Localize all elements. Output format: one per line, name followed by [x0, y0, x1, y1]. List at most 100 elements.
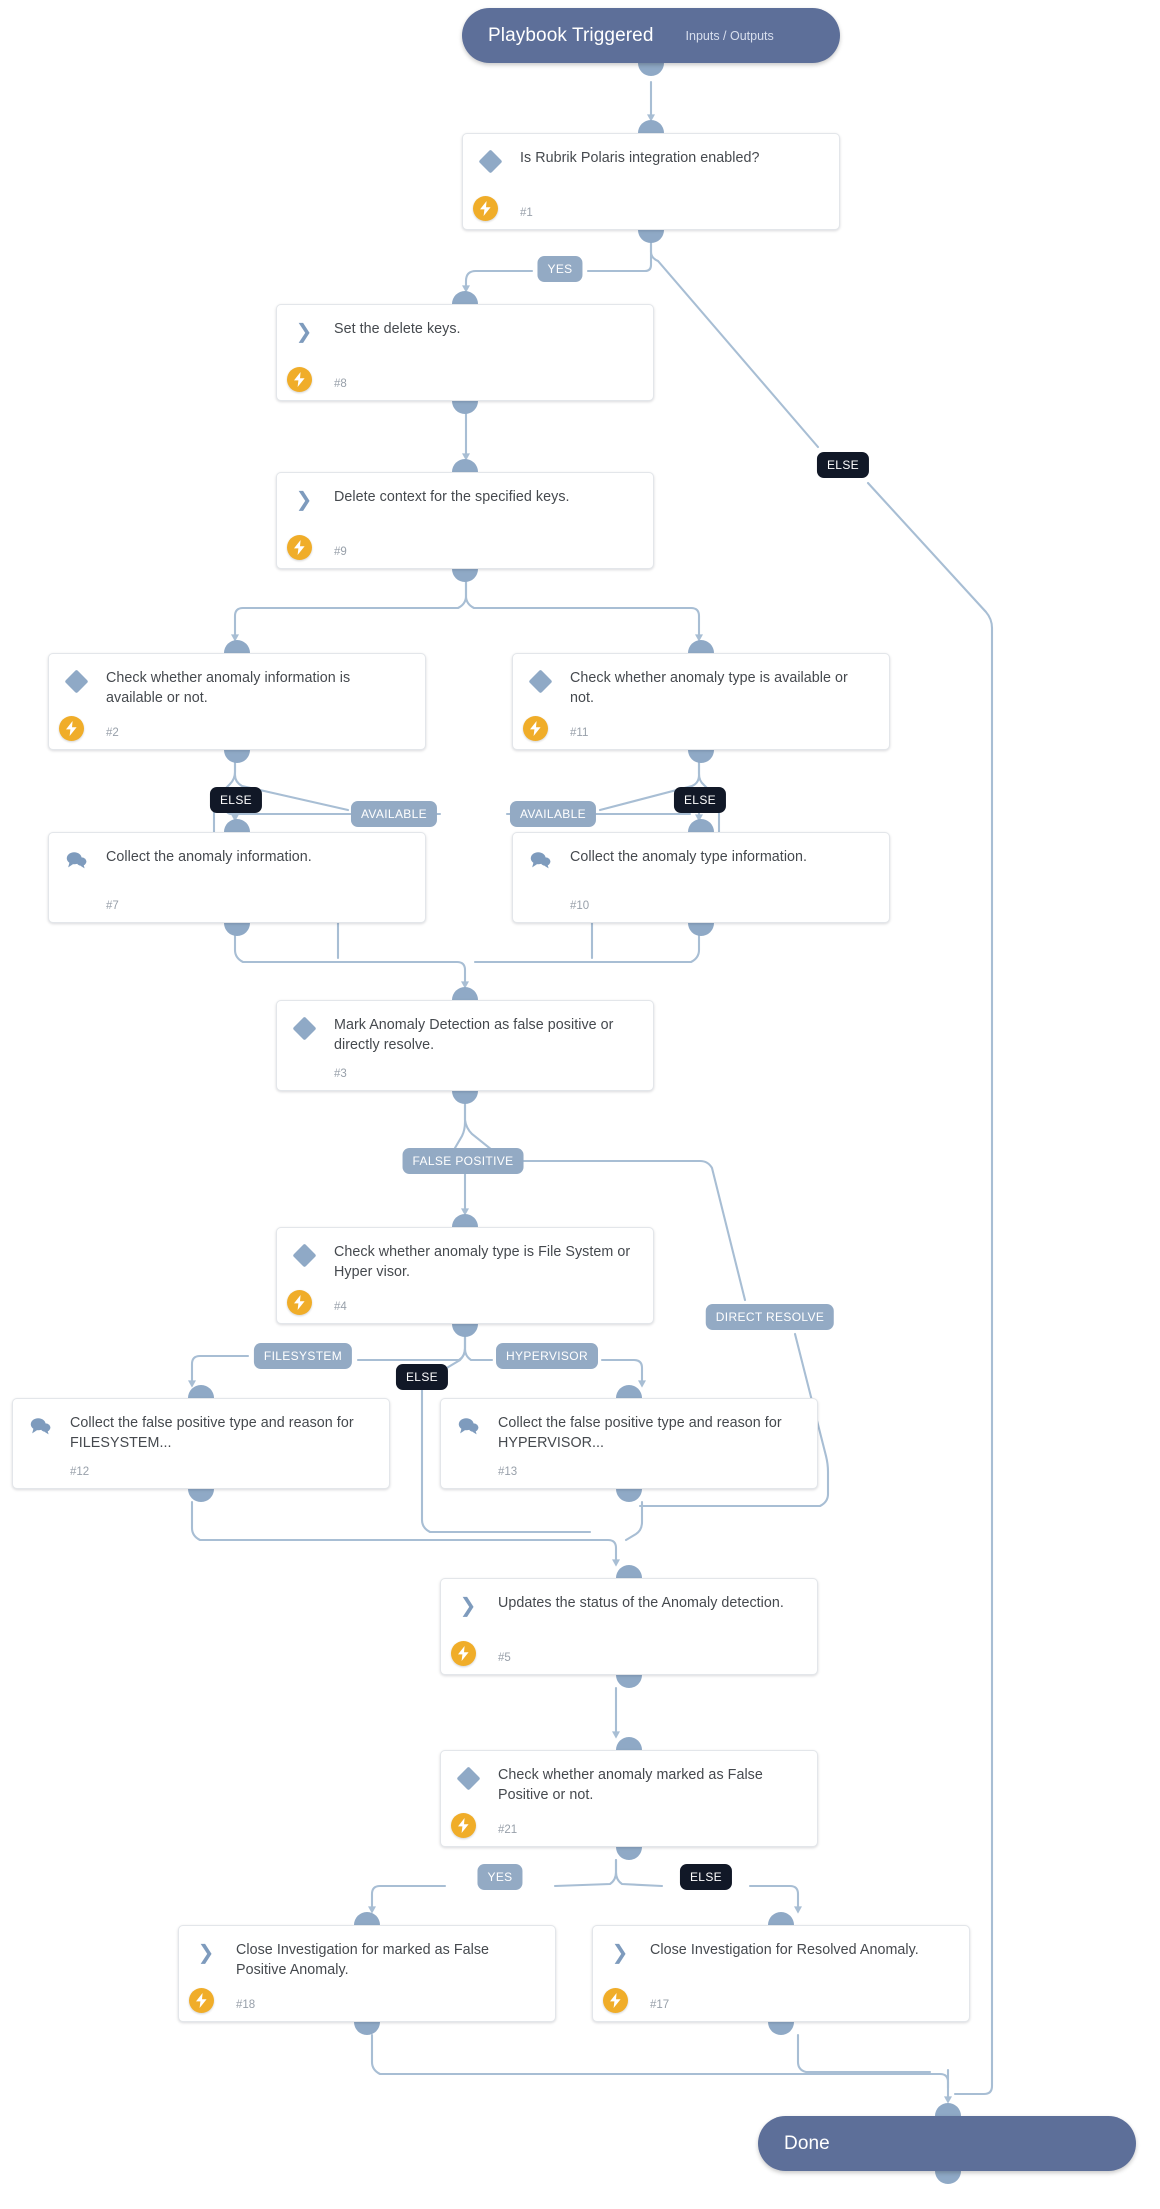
bolt-icon: [287, 535, 312, 560]
diamond-shape: [477, 148, 503, 174]
port-top-21: [616, 1737, 642, 1750]
chevron-right-glyph: ❯: [611, 1942, 629, 1964]
port-top-9: [452, 459, 478, 472]
chevron-right-glyph: ❯: [197, 1942, 215, 1964]
task-node-11[interactable]: Check whether anomaly type is available …: [512, 653, 890, 750]
diamond-icon: [63, 668, 89, 694]
branch-label-else[interactable]: ELSE: [816, 452, 870, 478]
task-node-title: Close Investigation for Resolved Anomaly…: [650, 1942, 919, 1958]
diamond-icon: [477, 148, 503, 174]
task-node-number: #5: [498, 1652, 511, 1664]
task-node-title: Collect the false positive type and reas…: [70, 1415, 354, 1452]
port-top-3: [452, 987, 478, 1000]
port-bottom-11: [688, 750, 714, 763]
task-node-title: Check whether anomaly type is File Syste…: [334, 1244, 631, 1281]
inputs-outputs-link[interactable]: Inputs / Outputs: [685, 28, 774, 43]
bolt-icon: [451, 1641, 476, 1666]
chevron-icon: ❯: [607, 1940, 633, 1966]
branch-label-false-positive[interactable]: FALSE POSITIVE: [402, 1148, 524, 1174]
task-node-13[interactable]: Collect the false positive type and reas…: [440, 1398, 818, 1489]
playbook-triggered-node[interactable]: Playbook Triggered Inputs / Outputs: [462, 8, 840, 63]
diamond-icon: [291, 1015, 317, 1041]
task-node-18[interactable]: ❯ Close Investigation for marked as False…: [178, 1925, 556, 2022]
task-node-number: #13: [498, 1466, 518, 1478]
port-bottom-17: [768, 2022, 794, 2035]
port-top-2: [224, 640, 250, 653]
task-node-number: #9: [334, 546, 347, 558]
branch-label-else[interactable]: ELSE: [679, 1864, 733, 1890]
task-node-body: Collect the false positive type and reas…: [13, 1399, 389, 1488]
chevron-right-glyph: ❯: [459, 1595, 477, 1617]
task-node-title: Close Investigation for marked as False …: [236, 1942, 490, 1979]
bolt-icon: [523, 716, 548, 741]
chevron-icon: ❯: [291, 487, 317, 513]
task-node-number: #21: [498, 1824, 518, 1836]
task-node-4[interactable]: Check whether anomaly type is File Syste…: [276, 1227, 654, 1324]
task-node-number: #18: [236, 1999, 256, 2011]
port-bottom-2: [224, 750, 250, 763]
port-bottom-12: [188, 1489, 214, 1502]
task-node-body: Check whether anomaly information is ava…: [49, 654, 425, 749]
task-node-title: Check whether anomaly marked as False Po…: [498, 1767, 763, 1804]
task-node-17[interactable]: ❯ Close Investigation for Resolved Anomal…: [592, 1925, 970, 2022]
diamond-shape: [63, 668, 89, 694]
chevron-right-glyph: ❯: [295, 321, 313, 343]
port-top-12: [188, 1385, 214, 1398]
task-node-2[interactable]: Check whether anomaly information is ava…: [48, 653, 426, 750]
task-node-body: ❯ Close Investigation for Resolved Anomal…: [593, 1926, 969, 2021]
branch-label-else[interactable]: ELSE: [673, 787, 727, 813]
branch-label-direct-resolve[interactable]: DIRECT RESOLVE: [705, 1304, 835, 1330]
chevron-icon: ❯: [455, 1593, 481, 1619]
port-bottom-9: [452, 569, 478, 582]
task-node-body: ❯Set the delete keys.#8: [277, 305, 653, 400]
branch-label-available[interactable]: AVAILABLE: [509, 801, 597, 827]
done-node[interactable]: Done: [758, 2116, 1136, 2171]
chat-icon: [63, 847, 89, 873]
task-node-10[interactable]: Collect the anomaly type information.#10: [512, 832, 890, 923]
task-node-title: Mark Anomaly Detection as false positive…: [334, 1017, 614, 1054]
diamond-shape: [527, 668, 553, 694]
task-node-1[interactable]: Is Rubrik Polaris integration enabled? #1: [462, 133, 840, 230]
branch-label-yes[interactable]: YES: [537, 256, 583, 282]
bolt-icon: [287, 367, 312, 392]
bolt-icon: [189, 1988, 214, 2013]
task-node-3[interactable]: Mark Anomaly Detection as false positive…: [276, 1000, 654, 1091]
task-node-21[interactable]: Check whether anomaly marked as False Po…: [440, 1750, 818, 1847]
diamond-icon: [291, 1242, 317, 1268]
task-node-9[interactable]: ❯Delete context for the specified keys.#…: [276, 472, 654, 569]
branch-label-hypervisor[interactable]: HYPERVISOR: [496, 1343, 598, 1369]
task-node-number: #17: [650, 1999, 670, 2011]
chat-icon: [455, 1413, 481, 1439]
task-node-title: Is Rubrik Polaris integration enabled?: [520, 150, 760, 166]
task-node-5[interactable]: ❯Updates the status of the Anomaly detec…: [440, 1578, 818, 1675]
port-top-1: [638, 120, 664, 133]
branch-label-available[interactable]: AVAILABLE: [350, 801, 438, 827]
diamond-icon: [527, 668, 553, 694]
port-top-8: [452, 291, 478, 304]
task-node-body: Check whether anomaly type is File Syste…: [277, 1228, 653, 1323]
task-node-number: #8: [334, 378, 347, 390]
chat-bubble-glyph: [29, 1417, 51, 1435]
branch-label-else[interactable]: ELSE: [395, 1364, 449, 1390]
task-node-body: ❯Updates the status of the Anomaly detec…: [441, 1579, 817, 1674]
task-node-body: ❯ Close Investigation for marked as False…: [179, 1926, 555, 2021]
port-done-top: [935, 2103, 961, 2116]
port-top-11: [688, 640, 714, 653]
playbook-triggered-title: Playbook Triggered: [488, 24, 654, 46]
task-node-title: Collect the anomaly information.: [106, 849, 312, 865]
task-node-number: #1: [520, 207, 533, 219]
task-node-body: Is Rubrik Polaris integration enabled? #1: [463, 134, 839, 229]
branch-label-yes[interactable]: YES: [477, 1864, 523, 1890]
task-node-body: ❯Delete context for the specified keys.#…: [277, 473, 653, 568]
task-node-8[interactable]: ❯Set the delete keys.#8: [276, 304, 654, 401]
branch-label-filesystem[interactable]: FILESYSTEM: [253, 1343, 353, 1369]
chat-icon: [527, 847, 553, 873]
task-node-12[interactable]: Collect the false positive type and reas…: [12, 1398, 390, 1489]
branch-label-else[interactable]: ELSE: [209, 787, 263, 813]
task-node-body: Check whether anomaly type is available …: [513, 654, 889, 749]
bolt-icon: [59, 716, 84, 741]
port-bottom-8: [452, 401, 478, 414]
task-node-number: #10: [570, 900, 590, 912]
task-node-7[interactable]: Collect the anomaly information.#7: [48, 832, 426, 923]
